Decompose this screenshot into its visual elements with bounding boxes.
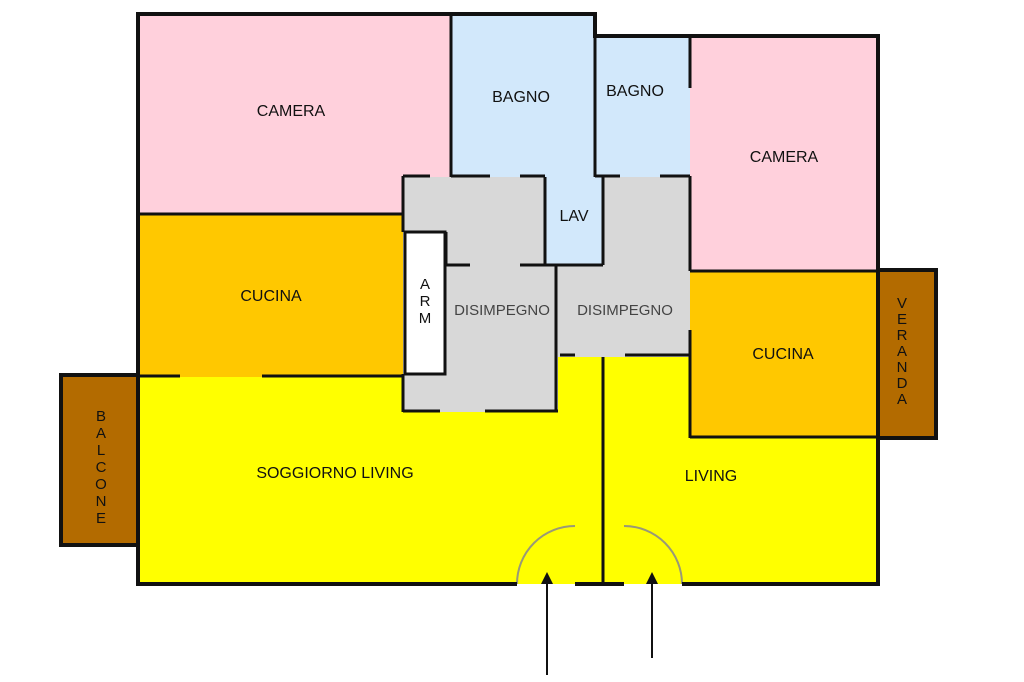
room-bagno-left [452, 15, 595, 177]
door-line-left [516, 525, 576, 585]
label-disimpegno-right: DISIMPEGNO [577, 302, 673, 319]
room-cucina-right [690, 271, 878, 438]
room-cucina-left [140, 215, 403, 377]
label-camera-right: CAMERA [750, 149, 819, 166]
label-cucina-left: CUCINA [240, 288, 302, 305]
room-arm [405, 232, 445, 374]
room-lav [545, 177, 603, 265]
room-camera-right [690, 37, 878, 271]
door-arc-left [517, 526, 575, 584]
label-bagno-right: BAGNO [606, 83, 664, 100]
walls [59, 12, 938, 586]
label-camera-left: CAMERA [257, 103, 326, 120]
door-line-right [623, 525, 683, 585]
label-soggiorno-living: SOGGIORNO LIVING [256, 465, 413, 482]
room-living [603, 357, 878, 582]
room-balcone [61, 377, 140, 543]
label-lav: LAV [559, 208, 588, 225]
room-camera-left [140, 15, 452, 215]
label-disimpegno-left: DISIMPEGNO [454, 302, 550, 319]
room-veranda [878, 271, 936, 438]
room-bagno-right [595, 37, 690, 177]
entry-arrow-left [541, 572, 553, 675]
room-soggiorno-living [140, 357, 603, 582]
label-bagno-left: BAGNO [492, 89, 550, 106]
entry-arrow-right [646, 572, 658, 658]
door-arc-right [624, 526, 682, 584]
label-cucina-right: CUCINA [752, 346, 814, 363]
label-living: LIVING [685, 468, 737, 485]
